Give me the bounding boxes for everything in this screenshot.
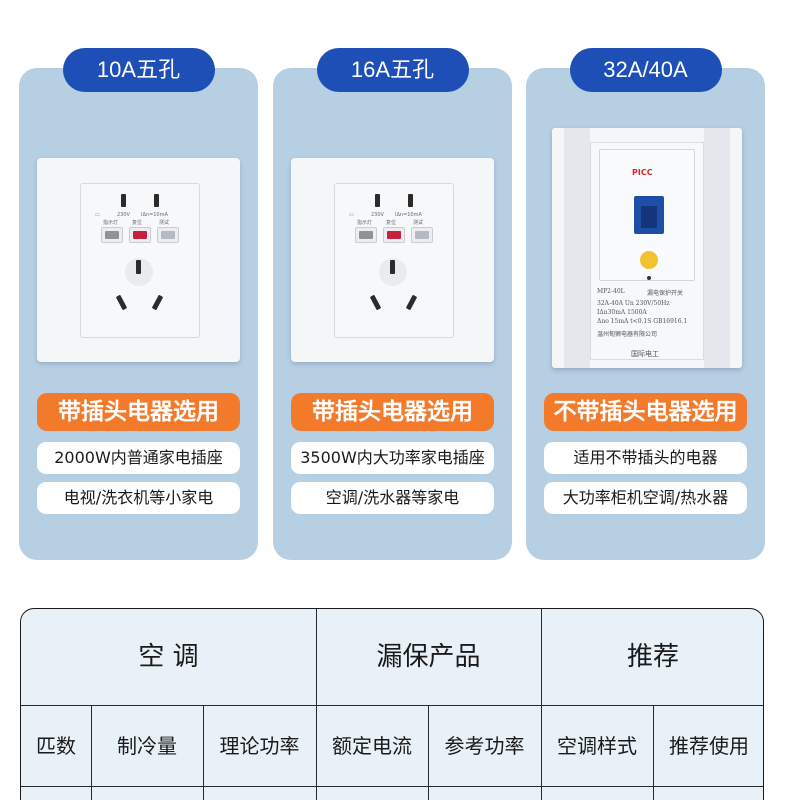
column-header: 理论功率 xyxy=(219,734,300,758)
feature-line-2: 空调/洗水器等家电 xyxy=(291,482,494,514)
card-title-badge: 16A五孔 xyxy=(316,48,469,92)
socket-image: ▭ 230V IΔn=10mA 指示灯 复位 测试 xyxy=(37,158,240,362)
reset-button xyxy=(383,227,405,243)
reset-button xyxy=(129,227,151,243)
feature-line-1: 2000W内普通家电插座 xyxy=(37,442,240,474)
column-header: 额定电流 xyxy=(332,734,412,758)
test-button xyxy=(157,227,179,243)
indicator-light xyxy=(101,227,123,243)
group-header-breaker: 漏保产品 xyxy=(376,642,481,672)
product-card-32a-40a: 32A/40A PICC MP2-40L 漏电保护开关 32A-40A Un 2… xyxy=(526,48,765,560)
indicator-led xyxy=(647,276,651,280)
column-header: 制冷量 xyxy=(117,734,177,758)
feature-line-2: 电视/洗衣机等小家电 xyxy=(37,482,240,514)
group-header-recommend: 推荐 xyxy=(626,642,679,672)
card-title-badge: 32A/40A xyxy=(569,48,722,92)
indicator-light xyxy=(355,227,377,243)
column-header: 推荐使用 xyxy=(669,734,749,758)
column-header: 空调样式 xyxy=(557,734,637,758)
feature-line-1: 3500W内大功率家电插座 xyxy=(291,442,494,474)
column-header: 匹数 xyxy=(36,734,76,758)
usage-label: 不带插头电器选用 xyxy=(544,393,747,431)
card-title-badge: 10A五孔 xyxy=(62,48,215,92)
feature-line-1: 适用不带插头的电器 xyxy=(544,442,747,474)
product-card-16a: 16A五孔 ▭ 230V IΔn=10mA 指示灯 复位 测试 带插头电器选用 … xyxy=(273,48,512,560)
test-button xyxy=(411,227,433,243)
usage-label: 带插头电器选用 xyxy=(291,393,494,431)
column-header: 参考功率 xyxy=(444,734,525,758)
brand-mark: 国际电工 xyxy=(631,350,659,358)
product-card-10a: 10A五孔 ▭ 230V IΔn=10mA 指示灯 复位 测试 带插头电器选用 … xyxy=(19,48,258,560)
usage-label: 带插头电器选用 xyxy=(37,393,240,431)
group-header-ac: 空 调 xyxy=(138,642,199,672)
breaker-logo: PICC xyxy=(632,168,653,177)
feature-line-2: 大功率柜机空调/热水器 xyxy=(544,482,747,514)
test-button xyxy=(640,251,658,269)
socket-image: ▭ 230V IΔn=10mA 指示灯 复位 测试 xyxy=(291,158,494,362)
recommendation-table: 空 调 漏保产品 推荐 匹数 制冷量 理论功率 额定电流 参考功率 空调样式 推… xyxy=(20,608,764,800)
breaker-lever xyxy=(634,196,664,234)
breaker-image: PICC MP2-40L 漏电保护开关 32A-40A Un 230V/50Hz… xyxy=(552,128,742,368)
